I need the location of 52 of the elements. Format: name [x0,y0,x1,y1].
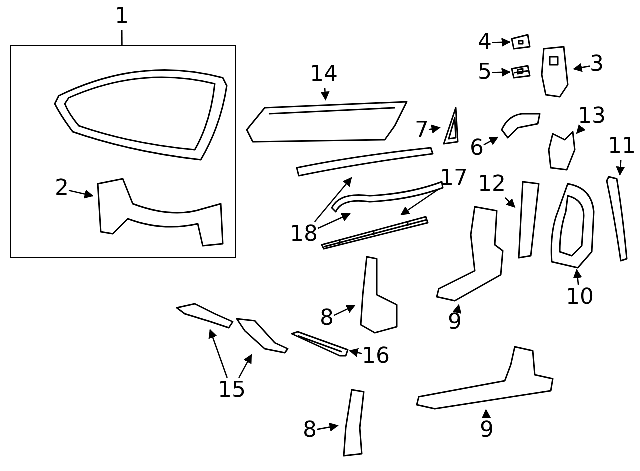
callout-number: 2 [55,176,69,202]
leader-line [504,198,516,208]
leader-line [492,38,511,48]
leader-line [573,269,582,286]
assembly-frame [10,45,236,258]
leader-line [616,160,626,176]
callout-number: 8 [320,306,334,332]
brace-drawing [290,330,350,358]
leader-line [316,422,339,432]
callout-number: 13 [578,104,606,130]
leader-line [484,136,499,146]
leader-line [573,63,590,72]
callout-number: 4 [478,30,492,56]
leader-line [320,88,330,101]
callout-number: 10 [566,285,594,311]
callout-number: 6 [470,136,484,162]
callout-number: 11 [608,134,636,160]
leader-line [208,329,228,378]
seal-strip-drawing [295,146,435,178]
leader-line [492,68,511,78]
leader-line [238,354,252,378]
leader-line [400,188,440,216]
seal-strip-drawing [320,215,430,251]
callout-number: 17 [440,166,468,192]
leader-line [68,190,94,199]
leader-line [121,30,123,45]
leader-line [318,213,351,230]
callout-number: 12 [478,172,506,198]
callout-number: 15 [218,378,246,404]
leader-line [452,304,462,314]
leader-line [576,124,586,134]
callout-number: 16 [362,344,390,370]
rocker-panel-drawing [415,345,555,410]
floor-panel-drawing [245,100,410,145]
leader-line [314,177,352,222]
callout-number: 7 [415,118,429,144]
callout-number: 5 [478,60,492,86]
bracket-drawing [510,64,532,80]
callout-number: 8 [303,418,317,444]
leader-line [349,348,362,358]
callout-number: 3 [590,52,604,78]
callout-number: 9 [480,418,494,444]
bracket-drawing [510,33,532,51]
callout-number: 14 [310,62,338,88]
leader-line [482,409,492,418]
callout-number: 1 [115,4,129,30]
callout-number: 18 [290,222,318,248]
callout-number: 9 [448,310,462,336]
leader-line [334,305,356,316]
seal-strip-drawing [605,175,629,263]
leader-line [428,124,441,134]
inner-panel-drawing [548,182,596,270]
